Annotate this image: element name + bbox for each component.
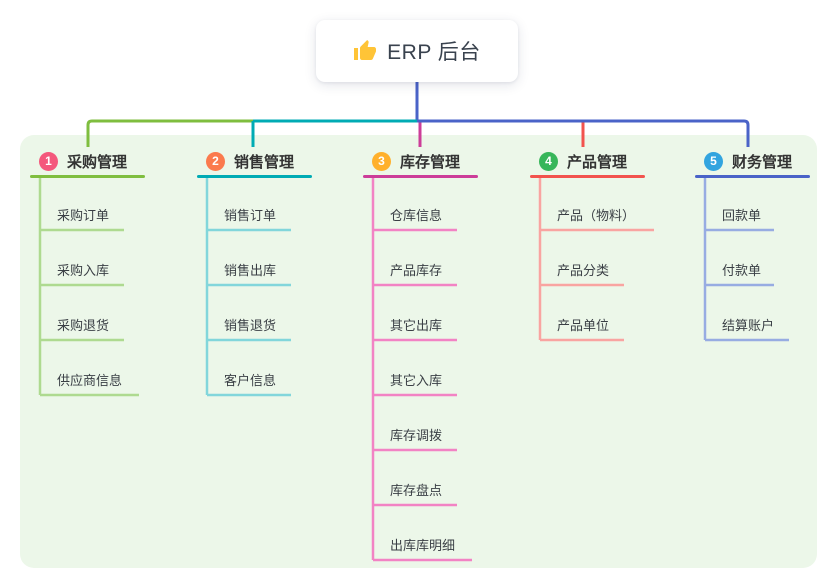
child-node[interactable]: 销售退货 xyxy=(224,318,277,333)
branch-number-badge: 5 xyxy=(704,151,723,171)
child-node[interactable]: 销售出库 xyxy=(224,263,277,278)
child-node[interactable]: 客户信息 xyxy=(224,373,277,388)
child-node[interactable]: 仓库信息 xyxy=(390,208,443,223)
child-node[interactable]: 库存盘点 xyxy=(390,483,443,498)
branch-underline xyxy=(30,175,145,178)
child-node[interactable]: 产品分类 xyxy=(557,263,610,278)
branch-underline xyxy=(197,175,312,178)
child-node[interactable]: 其它入库 xyxy=(390,373,443,388)
child-node[interactable]: 出库库明细 xyxy=(390,538,456,553)
child-node[interactable]: 产品库存 xyxy=(390,263,443,278)
child-node[interactable]: 产品单位 xyxy=(557,318,610,333)
branch-title: 采购管理 xyxy=(67,153,128,171)
branch-underline xyxy=(530,175,645,178)
child-node[interactable]: 采购退货 xyxy=(57,318,110,333)
branch-number-badge: 4 xyxy=(539,151,558,171)
child-node[interactable]: 其它出库 xyxy=(390,318,443,333)
root-node[interactable]: ERP 后台 xyxy=(316,20,518,82)
branch-node-2[interactable]: 2 销售管理 xyxy=(206,150,294,172)
child-node[interactable]: 销售订单 xyxy=(224,208,277,223)
branch-underline xyxy=(363,175,478,178)
branch-underline xyxy=(695,175,810,178)
child-node[interactable]: 采购订单 xyxy=(57,208,110,223)
root-label: ERP 后台 xyxy=(387,41,481,64)
child-node[interactable]: 付款单 xyxy=(722,263,762,278)
child-node[interactable]: 结算账户 xyxy=(722,318,775,333)
branch-title: 产品管理 xyxy=(567,153,628,171)
child-node[interactable]: 供应商信息 xyxy=(57,373,123,388)
child-node[interactable]: 库存调拨 xyxy=(390,428,443,443)
thumbs-up-icon xyxy=(354,40,377,60)
branches-panel xyxy=(20,135,817,568)
branch-node-5[interactable]: 5 财务管理 xyxy=(704,150,792,172)
branch-title: 库存管理 xyxy=(400,153,461,171)
branch-title: 财务管理 xyxy=(732,153,793,171)
child-node[interactable]: 产品（物料） xyxy=(557,208,636,223)
branch-title: 销售管理 xyxy=(234,153,295,171)
branch-number-badge: 3 xyxy=(372,151,391,171)
branch-node-1[interactable]: 1 采购管理 xyxy=(39,150,127,172)
child-node[interactable]: 采购入库 xyxy=(57,263,110,278)
child-node[interactable]: 回款单 xyxy=(722,208,762,223)
branch-number-badge: 2 xyxy=(206,151,225,171)
branch-number-badge: 1 xyxy=(39,151,58,171)
branch-node-3[interactable]: 3 库存管理 xyxy=(372,150,460,172)
branch-node-4[interactable]: 4 产品管理 xyxy=(539,150,627,172)
